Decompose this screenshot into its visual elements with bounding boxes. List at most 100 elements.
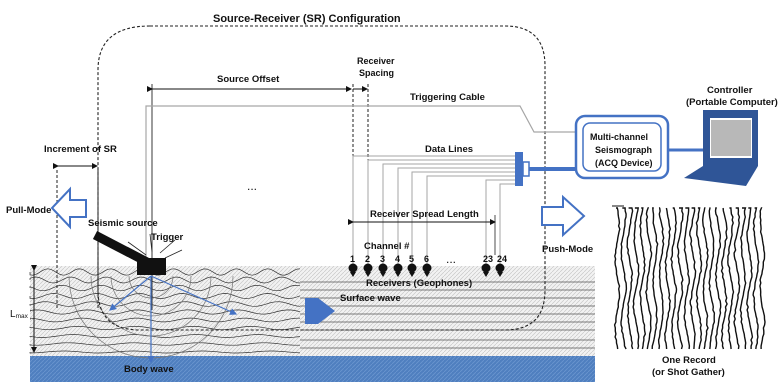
wave-line	[29, 293, 301, 299]
data-line	[499, 183, 515, 264]
source-plate	[137, 258, 166, 275]
seismic-trace	[632, 207, 640, 350]
geophone	[422, 263, 432, 273]
record-label-1: One Record	[662, 355, 716, 366]
seismic-trace	[733, 207, 741, 350]
geophone	[348, 263, 358, 273]
receiver-spacing-label-2: Spacing	[359, 68, 394, 78]
receivers-label: Receivers (Geophones)	[366, 278, 472, 289]
seismic-trace	[683, 207, 691, 350]
channel-label: Channel #	[364, 241, 410, 252]
seismograph-inner	[582, 122, 662, 172]
controller-laptop	[684, 110, 758, 186]
record-label-2: (or Shot Gather)	[652, 367, 725, 378]
seismic-trace	[657, 207, 665, 350]
seismic-trace	[701, 207, 709, 350]
data-connector-port	[522, 161, 530, 177]
geophone-spike	[365, 272, 371, 277]
triggering-cable	[145, 105, 582, 258]
water-layer	[30, 356, 595, 382]
data-line	[426, 175, 515, 264]
seismic-trace	[708, 207, 716, 350]
data-line	[397, 167, 515, 264]
seismic-trace	[620, 207, 628, 350]
seismograph-label-3: (ACQ Device)	[595, 158, 653, 168]
data-line	[367, 159, 515, 264]
channel-number: 2	[365, 254, 370, 264]
data-line	[382, 163, 515, 264]
ellipsis-top: ...	[247, 179, 257, 193]
seismic-source-label: Seismic source	[88, 218, 158, 229]
impact-rays	[127, 233, 183, 259]
wave-line	[29, 342, 300, 346]
channel-number: 5	[409, 254, 414, 264]
seismic-trace	[695, 207, 703, 350]
seismic-trace	[626, 207, 634, 350]
seismic-trace	[676, 207, 684, 350]
seismograph-label-2: Seismograph	[595, 145, 652, 155]
push-mode-arrow	[541, 194, 586, 238]
data-lines-label: Data Lines	[425, 144, 473, 155]
geophone	[378, 263, 388, 273]
seismic-trace	[759, 207, 766, 349]
seismic-trace	[651, 207, 659, 350]
channel-number: 4	[395, 254, 400, 264]
geophone	[407, 263, 417, 273]
seismic-trace	[746, 207, 754, 349]
source-hammer	[92, 231, 150, 266]
data-line	[485, 179, 515, 264]
source-offset-label: Source Offset	[217, 74, 280, 85]
surface-wave-arrow	[305, 298, 335, 324]
seismic-source	[92, 231, 183, 275]
geophone-spike	[350, 272, 356, 277]
channel-number: 6	[424, 254, 429, 264]
triggering-cable-label: Triggering Cable	[410, 92, 485, 103]
shot-gather	[613, 207, 766, 350]
ellipsis-mid: ...	[446, 252, 456, 266]
seismic-trace	[752, 207, 760, 350]
geophone-spike	[424, 272, 430, 277]
seismic-trace	[639, 207, 647, 350]
seismic-trace	[670, 207, 678, 350]
channel-number: 3	[380, 254, 385, 264]
seismic-trace	[739, 207, 747, 350]
geophone-spike	[409, 272, 415, 277]
laptop-screen-traces	[711, 120, 751, 156]
increment-label: Increment of SR	[44, 144, 117, 155]
body-wave-label: Body wave	[124, 364, 174, 375]
seismic-trace	[663, 207, 672, 350]
geophone-spike	[497, 272, 503, 277]
geophone	[495, 263, 505, 273]
channel-number: 24	[497, 254, 507, 264]
channel-number: 1	[350, 254, 355, 264]
sr-config-boundary	[97, 25, 546, 331]
geophone	[481, 263, 491, 273]
wave-line	[29, 301, 301, 307]
geophone	[393, 263, 403, 273]
seismograph-label-1: Multi-channel	[590, 132, 648, 142]
spread-length-label: Receiver Spread Length	[370, 209, 479, 220]
seismic-trace	[727, 207, 735, 350]
wave-line	[29, 284, 301, 292]
push-mode-label: Push-Mode	[542, 244, 593, 255]
receiver-spacing-label-1: Receiver	[357, 56, 395, 66]
seismic-trace	[720, 207, 728, 350]
controller-label-2: (Portable Computer)	[686, 97, 778, 108]
pull-mode-arrow	[50, 186, 87, 230]
wave-line	[29, 350, 301, 354]
wave-line	[29, 317, 301, 323]
geophone-spike	[483, 272, 489, 277]
lmax-label: Lmax	[10, 309, 29, 320]
laptop-keyboard	[684, 166, 758, 186]
trigger-label: Trigger	[151, 232, 184, 243]
body-wave-rays	[109, 275, 238, 364]
sr-config-title: Source-Receiver (SR) Configuration	[213, 13, 401, 25]
lmax-bg	[8, 306, 30, 320]
seismic-trace	[613, 207, 621, 350]
seismograph: Multi-channel Seismograph (ACQ Device)	[574, 114, 670, 180]
channel-number: 23	[483, 254, 493, 264]
wave-line	[29, 334, 301, 338]
